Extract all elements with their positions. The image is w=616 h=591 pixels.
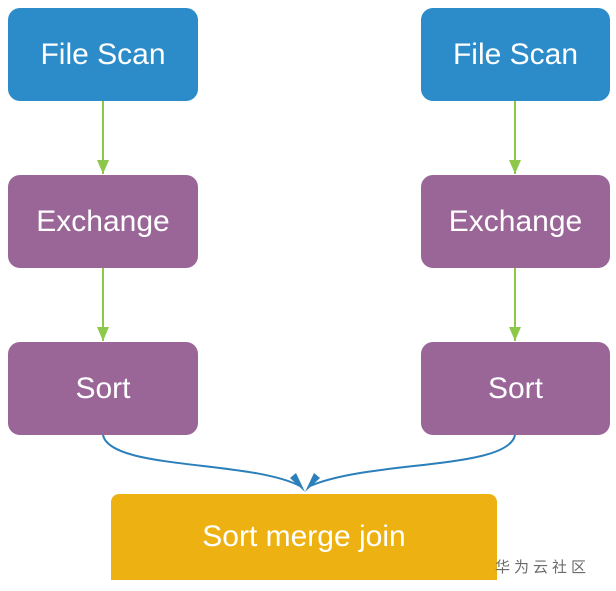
arrowhead-right-exchange [509, 160, 521, 174]
node-left-sort: Sort [8, 342, 198, 435]
edge-right-sort-to-join [309, 434, 516, 487]
node-right-sort: Sort [421, 342, 610, 435]
arrowhead-left-exchange [97, 160, 109, 174]
node-left-file-scan: File Scan [8, 8, 198, 101]
node-label: Sort [75, 371, 131, 405]
node-label: Exchange [36, 204, 170, 238]
arrowhead-join-right [305, 473, 320, 492]
edge-left-sort-to-join [102, 434, 301, 487]
node-label: Sort merge join [202, 520, 406, 553]
node-right-file-scan: File Scan [421, 8, 610, 101]
node-label: Sort [487, 371, 544, 405]
arrowhead-left-sort [97, 327, 109, 341]
node-label: File Scan [452, 37, 579, 71]
arrowhead-join-left [290, 473, 305, 492]
node-right-exchange: Exchange [421, 175, 610, 268]
node-label: Exchange [448, 204, 583, 238]
node-sort-merge-join: Sort merge join [111, 494, 497, 580]
arrowhead-right-sort [509, 327, 521, 341]
node-label: File Scan [40, 37, 166, 71]
node-left-exchange: Exchange [8, 175, 198, 268]
watermark: 华为云社区 [495, 559, 591, 576]
